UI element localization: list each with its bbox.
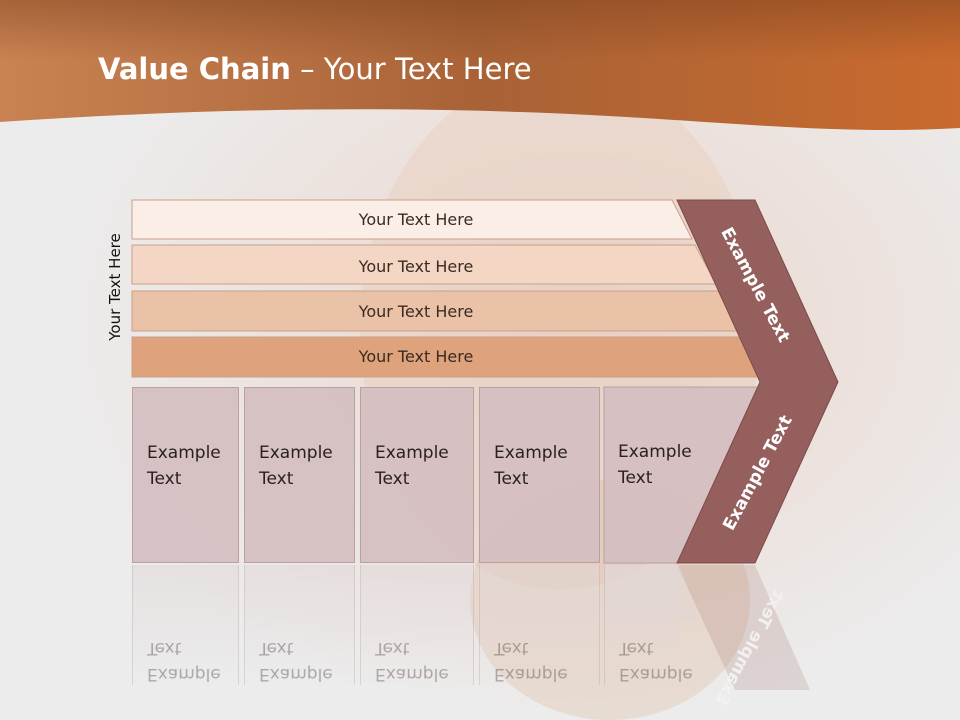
primary-box-1[interactable]: Example Text (132, 387, 239, 563)
support-row-3[interactable]: Your Text Here (131, 290, 740, 332)
support-row-1[interactable]: Your Text Here (131, 199, 693, 240)
primary-box-2[interactable]: Example Text (244, 387, 355, 563)
title-rest-part: – Your Text Here (290, 52, 532, 86)
chevron-reflection: Example Text (677, 565, 810, 708)
primary-box-3-reflection-label: Example Text (375, 638, 449, 684)
title-bold-part: Value Chain (98, 52, 291, 86)
primary-box-4-label: Example Text (494, 443, 568, 489)
primary-box-5-reflection-label: Example Text (619, 638, 693, 684)
primary-box-5-reflection: Example Text (604, 565, 693, 685)
support-row-2-label: Your Text Here (358, 257, 474, 276)
primary-box-3-reflection: Example Text (360, 565, 474, 685)
primary-box-5-label: Example Text (618, 442, 692, 488)
primary-box-3-label: Example Text (375, 443, 449, 489)
primary-box-3[interactable]: Example Text (360, 387, 474, 563)
primary-box-1-label: Example Text (147, 443, 221, 489)
support-row-4[interactable]: Your Text Here (131, 336, 764, 378)
primary-box-2-label: Example Text (259, 443, 333, 489)
primary-box-2-reflection: Example Text (244, 565, 355, 685)
primary-box-4[interactable]: Example Text (479, 387, 600, 563)
primary-box-2-reflection-label: Example Text (259, 638, 333, 684)
primary-box-1-reflection: Example Text (132, 565, 239, 685)
support-row-2[interactable]: Your Text Here (131, 244, 717, 285)
primary-box-1-reflection-label: Example Text (147, 638, 221, 684)
support-row-3-label: Your Text Here (358, 302, 474, 321)
primary-box-4-reflection-label: Example Text (494, 638, 568, 684)
primary-box-4-reflection: Example Text (479, 565, 600, 685)
primary-box-5[interactable]: Example Text (604, 387, 714, 563)
support-row-1-label: Your Text Here (358, 210, 474, 229)
support-row-4-label: Your Text Here (358, 347, 474, 366)
slide-title: Value Chain – Your Text Here (98, 52, 532, 86)
